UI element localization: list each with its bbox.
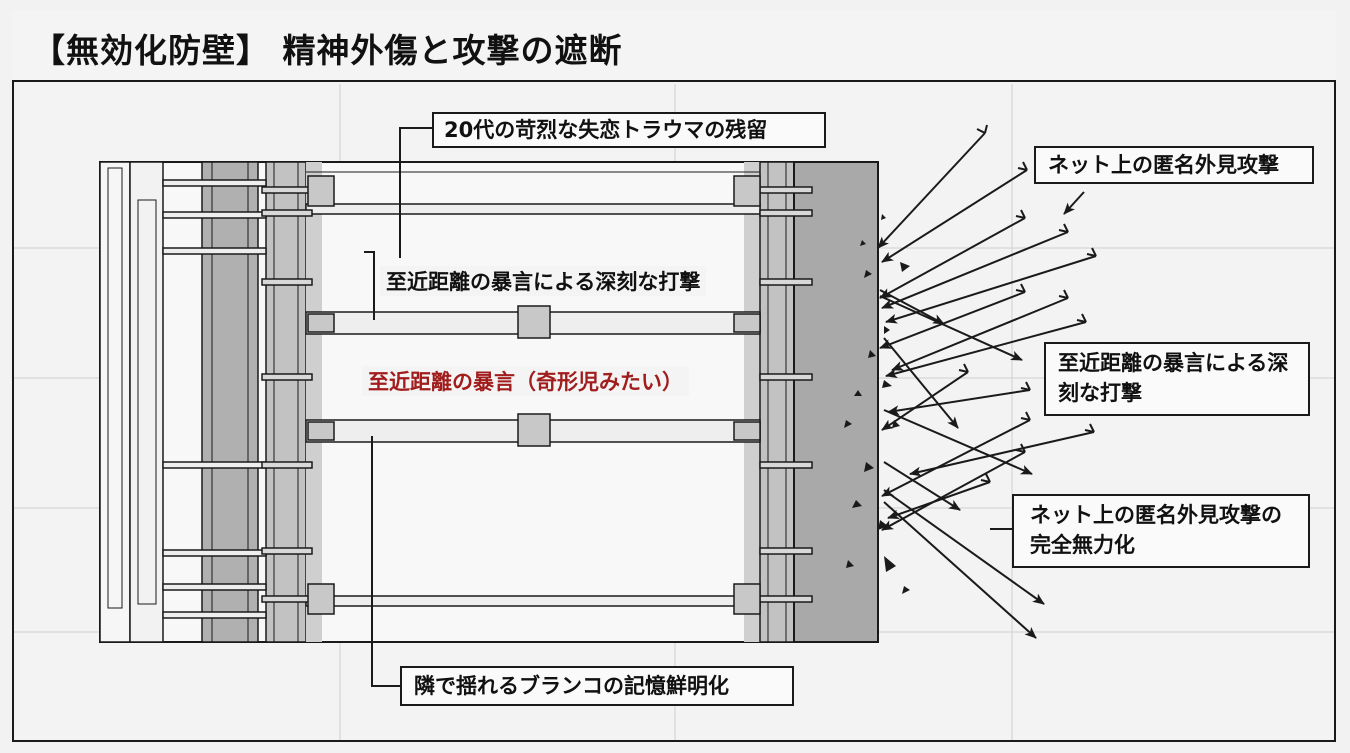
label-verbal-impact: 至近距離の暴言による深刻な打撃 — [380, 266, 707, 296]
page-title: 【無効化防壁】 精神外傷と攻撃の遮断 — [32, 31, 623, 70]
debris — [844, 214, 910, 594]
label-swing-memory: 隣で揺れるブランコの記憶鮮明化 — [400, 666, 794, 706]
horizontal-rails — [162, 179, 761, 619]
label-trauma-20s: 20代の苛烈な失恋トラウマの残留 — [432, 112, 826, 148]
label-verbal-impact-right: 至近距離の暴言による深刻な打撃 — [1044, 342, 1310, 416]
bolts — [261, 186, 813, 603]
deflected-arrows — [879, 191, 1085, 639]
title-bar: 【無効化防壁】 精神外傷と攻撃の遮断 — [12, 10, 1336, 82]
barrier-wall — [99, 161, 879, 643]
arrow-fletchings — [958, 124, 1097, 483]
label-verbal-quote: 至近距離の暴言（奇形児みたい） — [362, 366, 689, 396]
label-net-nullified: ネット上の匿名外見攻撃の完全無力化 — [1012, 494, 1310, 568]
incoming-arrows — [877, 132, 1097, 531]
bolt-plates — [307, 175, 761, 615]
label-net-attack: ネット上の匿名外見攻撃 — [1034, 146, 1314, 184]
